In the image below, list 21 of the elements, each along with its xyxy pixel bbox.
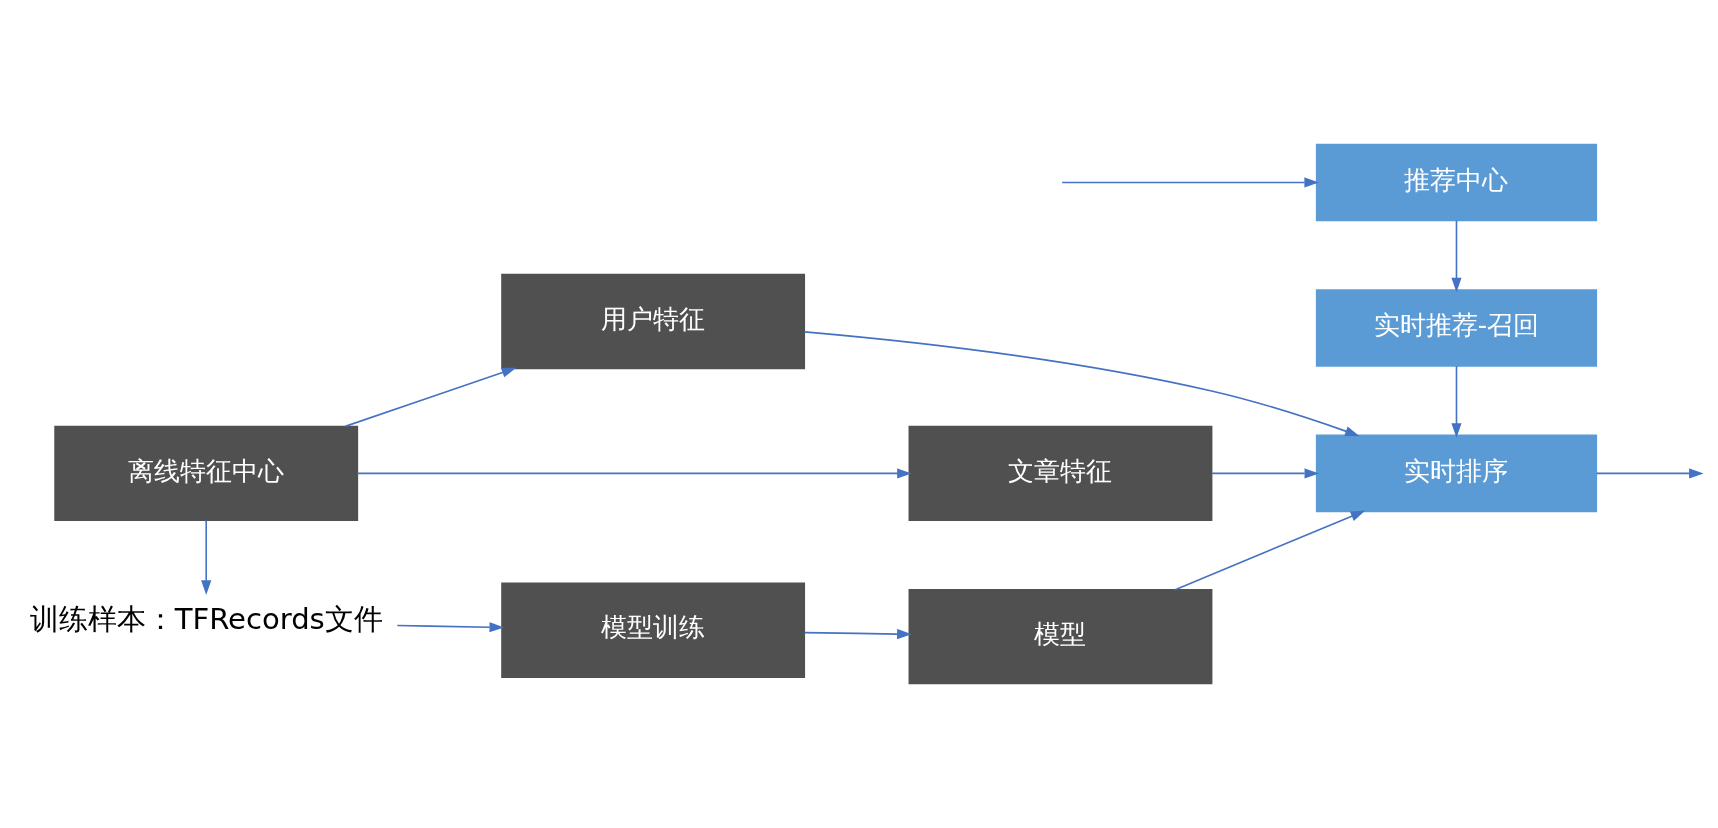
arrow <box>344 367 517 428</box>
node-box: 推荐中心 <box>1315 143 1598 222</box>
node-box: 实时排序 <box>1315 434 1598 513</box>
arrow <box>356 468 912 479</box>
arrow <box>201 519 212 595</box>
node-box: 文章特征 <box>908 425 1213 522</box>
arrow <box>1061 177 1319 188</box>
node-box: 模型 <box>908 588 1213 685</box>
arrow <box>1451 219 1462 293</box>
node-text: 训练样本：TFRecords文件 <box>29 602 383 637</box>
node-box: 实时推荐-召回 <box>1315 289 1598 367</box>
arrow <box>803 331 1360 437</box>
arrow <box>1451 365 1462 438</box>
node-box: 模型训练 <box>501 582 806 678</box>
arrow <box>1210 468 1320 479</box>
node-box: 用户特征 <box>501 273 806 370</box>
arrow <box>803 628 912 640</box>
arrow <box>1174 510 1366 591</box>
node-box: 离线特征中心 <box>54 425 359 522</box>
arrow <box>396 622 505 633</box>
arrow <box>1596 468 1704 479</box>
